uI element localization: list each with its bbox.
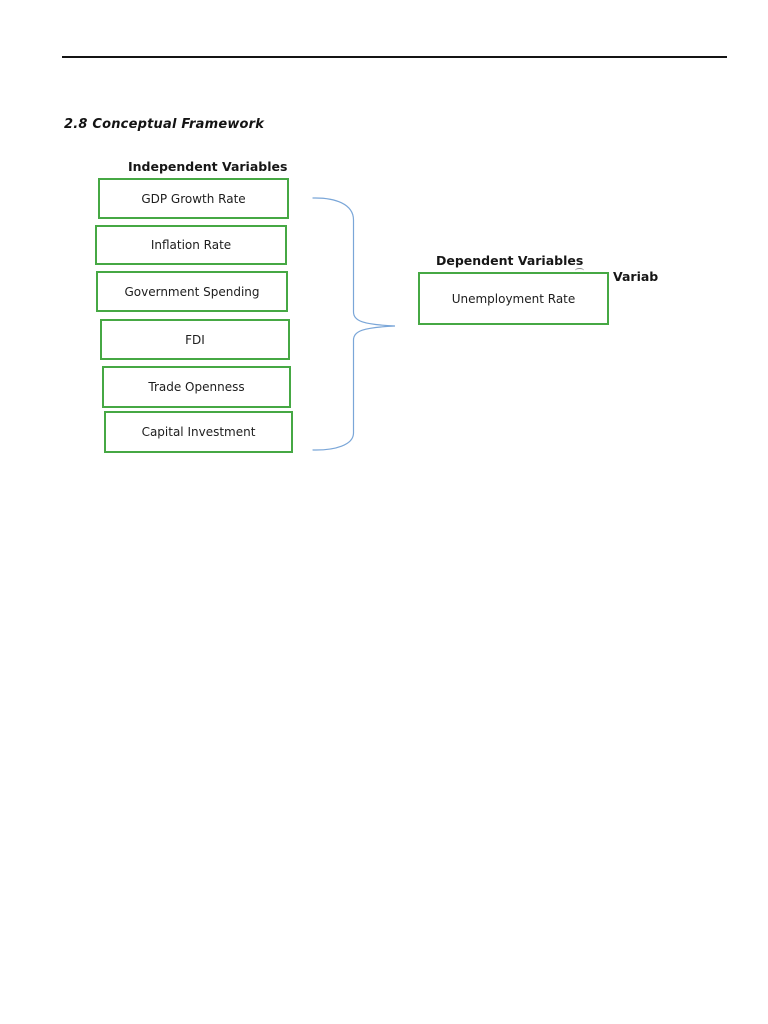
clipped-text-fragment <box>575 268 584 273</box>
independent-variable-box-fdi: FDI <box>100 319 290 360</box>
independent-variable-box-gdp-growth-rate: GDP Growth Rate <box>98 178 289 219</box>
dependent-variable-box-unemployment-rate: Unemployment Rate <box>418 272 609 325</box>
variable-label: Unemployment Rate <box>451 291 576 306</box>
variable-label: GDP Growth Rate <box>141 191 246 206</box>
variable-label: Trade Openness <box>148 380 245 394</box>
variable-label: Government Spending <box>124 284 260 299</box>
curly-brace-connector <box>312 197 396 451</box>
independent-variable-box-capital-investment: Capital Investment <box>104 411 293 453</box>
independent-variable-box-government-spending: Government Spending <box>96 271 288 312</box>
independent-variables-title: Independent Variables <box>128 159 288 174</box>
header-rule <box>62 56 727 58</box>
clipped-variables-label: Variab <box>613 269 659 284</box>
dependent-variables-title: Dependent Variables <box>436 253 584 268</box>
variable-label: Inflation Rate <box>150 238 232 252</box>
section-heading: 2.8 Conceptual Framework <box>64 117 265 132</box>
independent-variable-box-trade-openness: Trade Openness <box>102 366 291 408</box>
variable-label: Capital Investment <box>141 425 256 439</box>
independent-variable-box-inflation-rate: Inflation Rate <box>95 225 287 265</box>
variable-label: FDI <box>185 332 205 347</box>
